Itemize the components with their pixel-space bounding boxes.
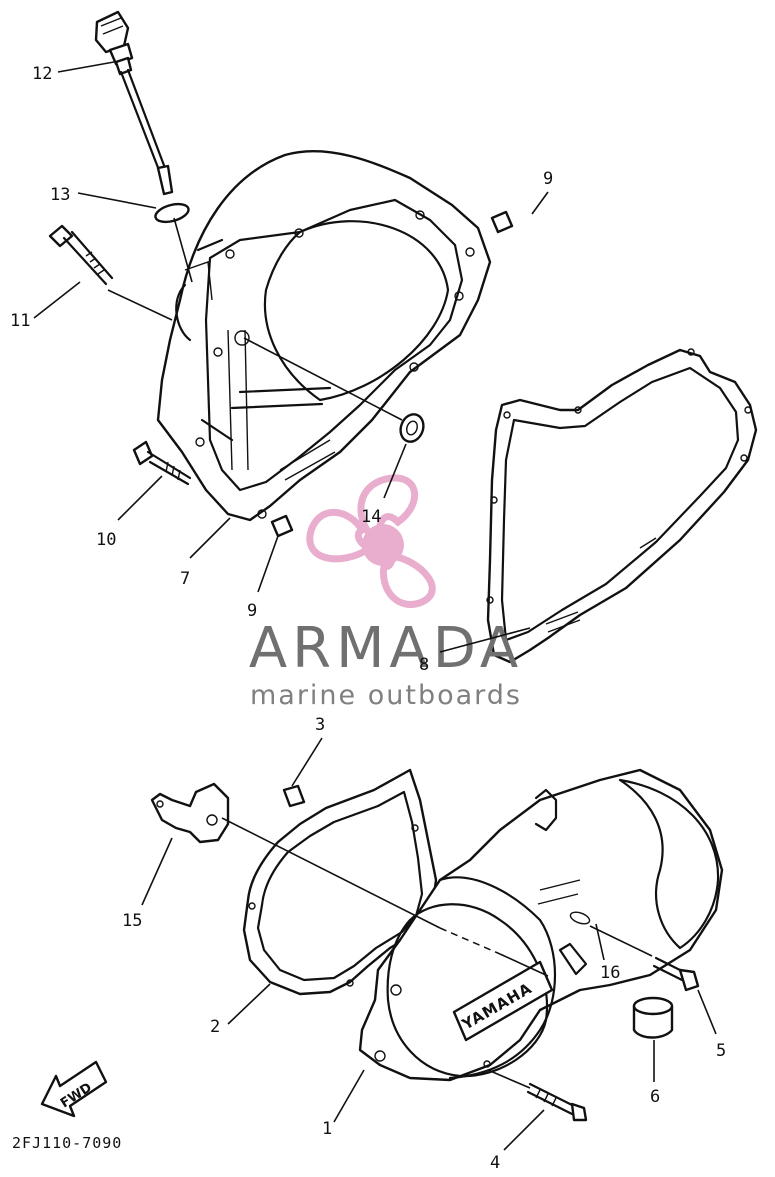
dowel-pin-part-3 [282, 784, 306, 808]
callout-10: 10 [96, 530, 116, 550]
callout-7: 7 [180, 569, 190, 589]
fwd-arrow-icon: FWD [40, 1060, 108, 1118]
cover-part-1: YAMAHA [358, 768, 724, 1082]
callout-6: 6 [650, 1087, 660, 1107]
callout-4: 4 [490, 1153, 500, 1173]
drawing-code: 2FJ110-7090 [12, 1134, 122, 1152]
callout-1: 1 [322, 1119, 332, 1139]
dowel-pin-part-9-upper [490, 210, 514, 234]
leader-lines [33, 61, 717, 1151]
callout-3: 3 [315, 715, 325, 735]
bolt-part-11 [48, 224, 114, 286]
dipstick-part-12 [94, 10, 174, 196]
callout-9-upper: 9 [543, 169, 553, 189]
o-ring-part-13 [154, 202, 190, 224]
watermark-subtitle: marine outboards [250, 680, 522, 711]
callout-9-lower: 9 [247, 601, 257, 621]
armada-logo [306, 474, 436, 608]
bolt-part-5 [652, 956, 700, 992]
callout-11: 11 [10, 311, 30, 331]
bolt-part-10 [132, 440, 192, 486]
callout-14: 14 [361, 507, 381, 527]
callout-8: 8 [419, 655, 429, 675]
oil-seal-part-14 [399, 413, 425, 443]
dowel-pin-part-9-lower [270, 514, 294, 538]
callout-numbers: 12 13 11 10 7 9 9 14 8 3 15 2 16 5 6 1 4 [10, 64, 726, 1173]
gasket-part-2 [242, 768, 438, 996]
gasket-part-8 [486, 348, 758, 664]
callout-2: 2 [210, 1017, 220, 1037]
watermark-title: ARMADA [249, 616, 523, 681]
callout-16: 16 [600, 963, 620, 983]
callout-12: 12 [32, 64, 52, 84]
bolt-part-4 [526, 1082, 588, 1122]
plug-part-6 [632, 996, 674, 1039]
o-ring-part-16 [569, 911, 591, 925]
callout-5: 5 [716, 1041, 726, 1061]
crankcase-cover-part-7 [156, 150, 492, 522]
callout-13: 13 [50, 185, 70, 205]
bracket-part-15 [150, 782, 230, 844]
callout-15: 15 [122, 911, 142, 931]
